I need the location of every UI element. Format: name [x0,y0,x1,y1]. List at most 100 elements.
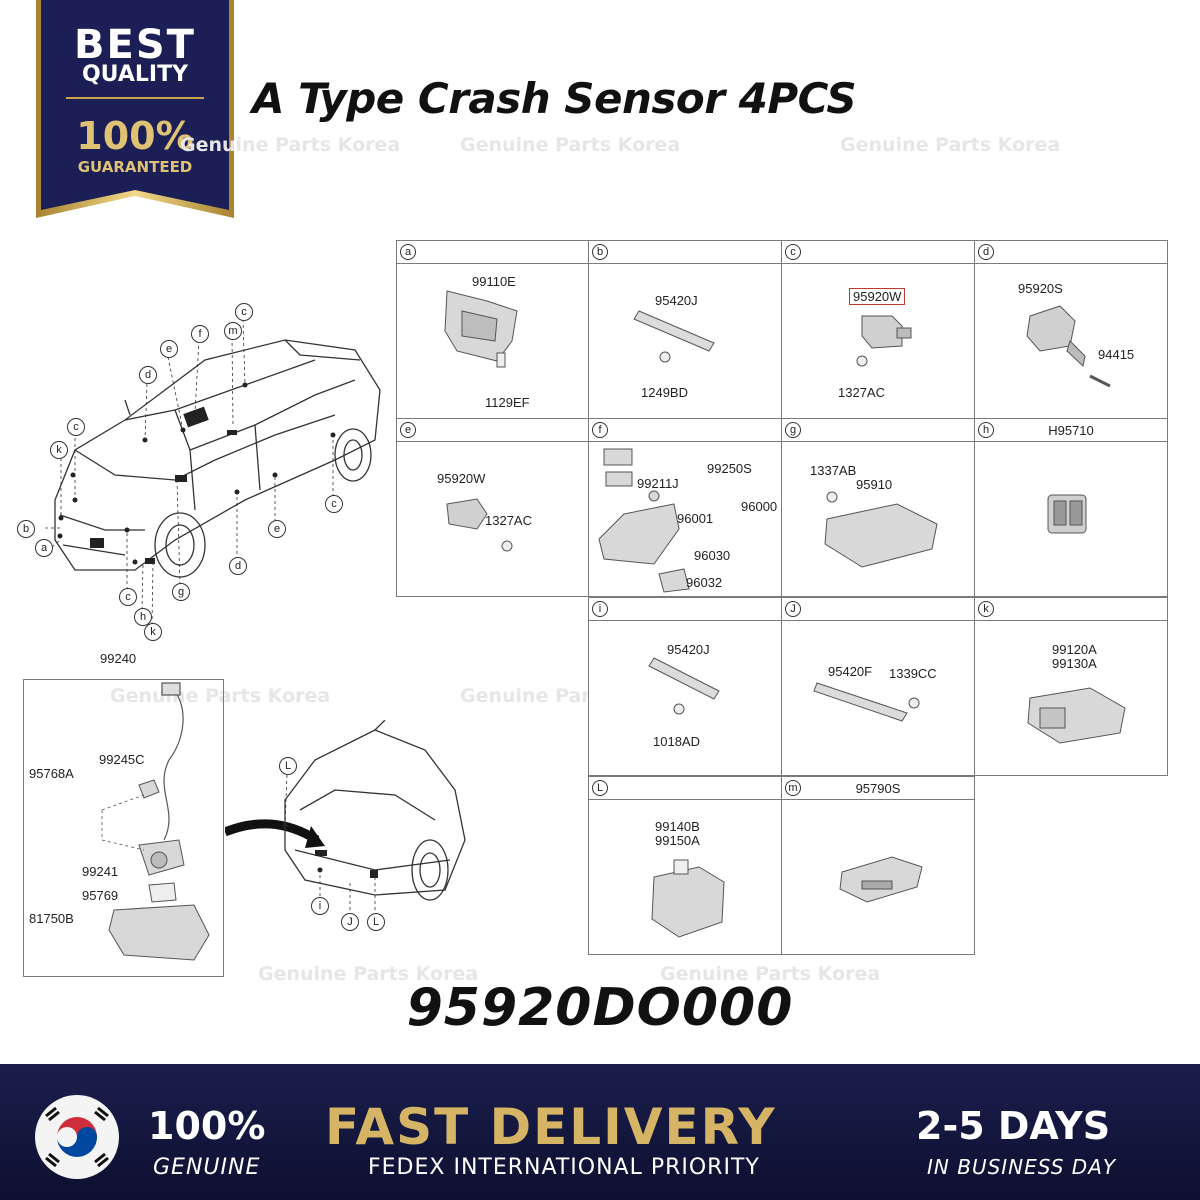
part-label: 1129EF [485,395,530,410]
callout-d: d [229,557,247,575]
highlighted-part-label: 95920W [849,288,906,305]
genuine-percent: 100% [148,1104,266,1148]
part-label: 99120A [1052,642,1097,657]
cell-b: b 95420J 1249BD [588,240,782,419]
part-label: 96001 [677,511,714,526]
badge-percent: 100% [76,114,194,158]
crash-sensor-icon [1026,305,1111,388]
part-label: 99241 [82,864,119,879]
part-label: 1327AC [485,513,532,528]
part-label: 1249BD [641,385,688,400]
cell-k: k 99120A 99130A [974,597,1168,776]
callout-c: c [119,588,137,606]
callout-h: h [134,608,152,626]
camera-box-title: 99240 [100,651,137,666]
watermark: Genuine Parts Korea [840,134,1061,156]
callout-k: k [144,623,162,641]
cell-letter: c [785,244,801,260]
cell-letter: k [978,601,994,617]
part-label: 95910 [856,477,893,492]
callout-m: m [224,322,242,340]
korea-flag-icon [35,1095,119,1179]
callout-a: a [35,539,53,557]
callout-e: e [268,520,286,538]
callout-f: f [191,325,209,343]
camera-assembly-box: 99245C 95768A 99241 95769 81750B [23,679,224,977]
watermark: Genuine Parts Korea [258,963,479,985]
callout-J: J [341,913,359,931]
camera-cable-illustration [101,682,210,961]
watermark: Genuine Parts Korea [660,963,881,985]
callout-c: c [67,418,85,436]
delivery-days: 2-5 DAYS [916,1104,1111,1148]
callout-i: i [311,897,329,915]
part-label: 95769 [82,888,119,903]
cell-letter: L [592,780,608,796]
crash-sensor-icon [446,498,513,552]
cell-letter: h [978,422,994,438]
genuine-label: GENUINE [153,1155,261,1180]
product-title: A Type Crash Sensor 4PCS [252,74,857,123]
part-label: 99250S [707,461,752,476]
badge-guaranteed: GUARANTEED [77,158,193,176]
cell-J: J 95420F 1339CC [781,597,975,776]
control-module-icon [839,856,923,903]
radar-sensor-icon [651,859,725,938]
cell-letter: g [785,422,801,438]
cell-title: 95790S [855,781,901,796]
footer-banner: 100% GENUINE FAST DELIVERY FEDEX INTERNA… [0,1064,1200,1200]
sensor-strip-icon [633,310,715,363]
badge-quality: QUALITY [81,62,189,87]
cell-L: L 99140B 99150A [588,776,782,955]
part-label: 96032 [686,575,723,590]
cell-letter: J [785,601,801,617]
part-label: 96030 [694,548,731,563]
callout-b: b [17,520,35,538]
switch-icon [1047,494,1087,534]
part-number: 95920DO000 [406,978,794,1038]
sensor-strip-icon [813,682,920,722]
badge-best: BEST [74,22,196,68]
part-label: 99130A [1052,656,1097,671]
cell-d: d 95920S 94415 [974,240,1168,419]
bracket-icon [444,290,518,368]
part-label: 1337AB [810,463,857,478]
part-label: 99150A [655,833,700,848]
cell-letter: a [400,244,416,260]
cell-letter: i [592,601,608,617]
airbag-control-unit-icon [824,491,938,568]
part-label: 95420J [667,642,710,657]
car-rear-illustration [225,720,466,910]
radar-sensor-icon [1027,687,1126,744]
car-front-illustration [45,318,381,626]
cell-letter: b [592,244,608,260]
cell-letter: m [785,780,801,796]
callout-L: L [279,757,297,775]
cell-g: g 1337AB 95910 [781,418,975,597]
callout-d: d [139,366,157,384]
cell-h: h H95710 [974,418,1168,597]
cell-title: H95710 [1048,423,1094,438]
callout-L: L [367,913,385,931]
part-label: 99110E [472,274,516,289]
callout-g: g [172,583,190,601]
part-label: 95420J [655,293,698,308]
part-label: 95768A [29,766,74,781]
part-label: 95420F [828,664,873,679]
cell-m: m 95790S [781,776,975,955]
part-label: 99211J [637,476,679,491]
cell-c: c 95920W 1327AC [781,240,975,419]
callout-e: e [160,340,178,358]
cell-letter: d [978,244,994,260]
cell-a: a 99110E 1129EF [396,240,589,419]
console-module-icon [598,448,690,593]
cell-letter: e [400,422,416,438]
callout-c: c [325,495,343,513]
cell-f: f 99250S 99211J 96000 96001 96030 96032 [588,418,782,597]
fast-delivery-heading: FAST DELIVERY [325,1098,777,1156]
part-label: 81750B [29,911,74,926]
part-label: 1339CC [889,666,937,681]
watermark: Genuine Parts Korea [180,134,401,156]
watermark: Genuine Parts Korea [460,134,681,156]
part-label: 94415 [1098,347,1135,362]
